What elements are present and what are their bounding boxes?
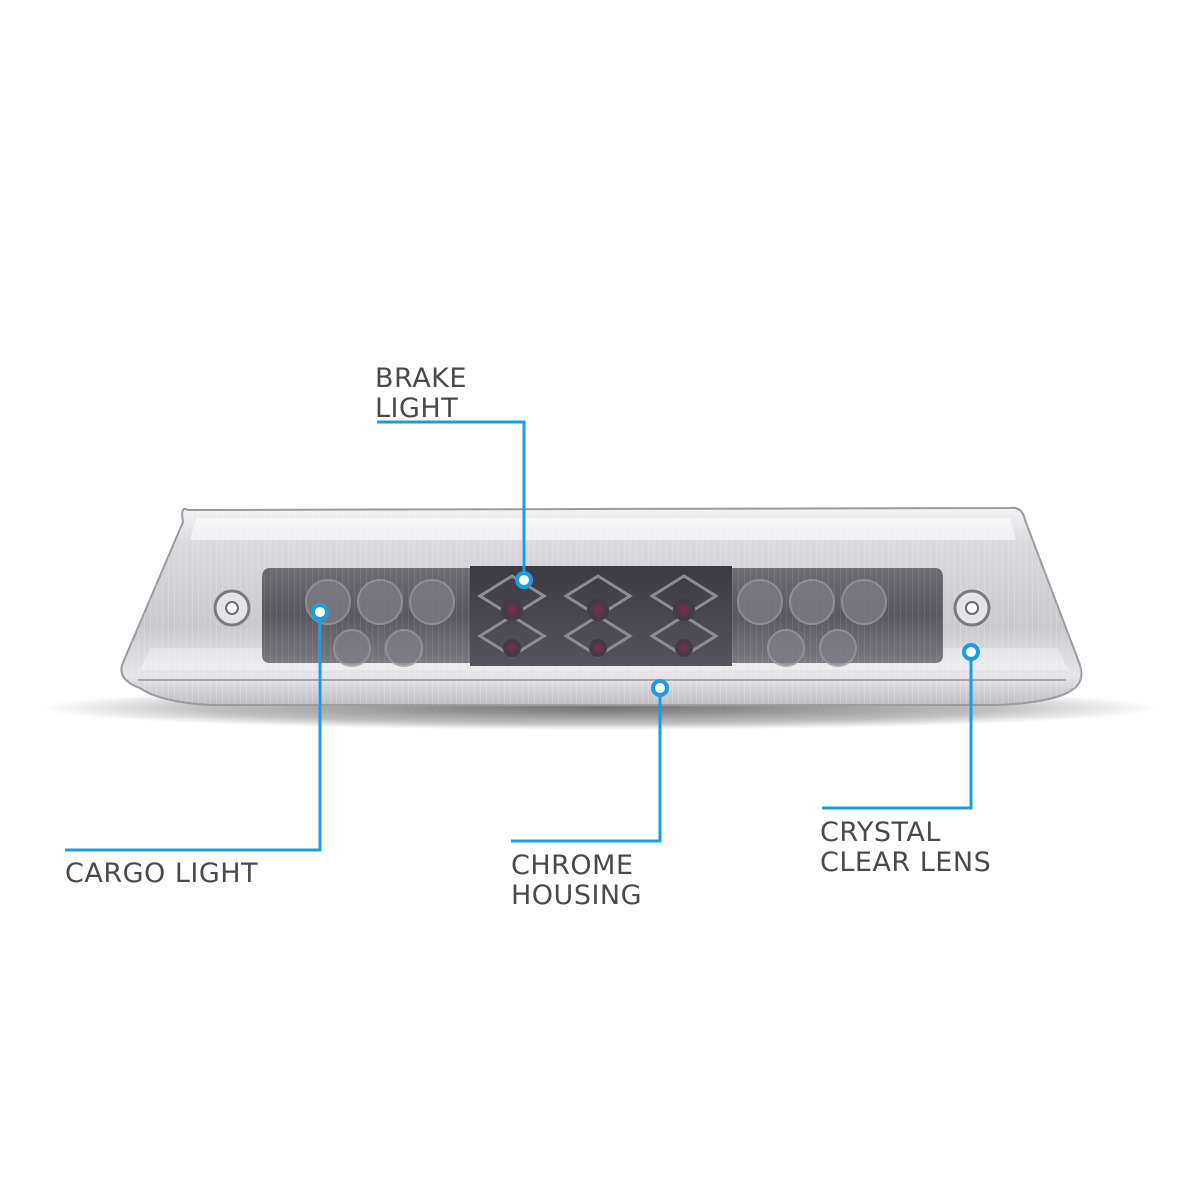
chrome-housing-label: CHROME HOUSING <box>511 850 643 911</box>
crystal-clear-lens-label: CRYSTAL CLEAR LENS <box>820 817 992 878</box>
chrome-housing-leader <box>511 688 662 843</box>
cargo-light-dot <box>311 603 329 621</box>
cargo-light-label: CARGO LIGHT <box>65 858 259 889</box>
brake-light-leader <box>377 420 526 580</box>
brake-light-dot <box>515 571 533 589</box>
crystal-clear-lens-dot <box>962 643 980 661</box>
crystal-clear-lens-leader <box>822 652 973 810</box>
chrome-housing-dot <box>651 679 669 697</box>
mounting-hole-left <box>213 589 251 627</box>
mounting-hole-right <box>953 589 991 627</box>
cargo-led-reflectors <box>305 579 887 667</box>
brake-light-label: BRAKE LIGHT <box>375 363 467 424</box>
cargo-light-leader <box>65 612 322 852</box>
